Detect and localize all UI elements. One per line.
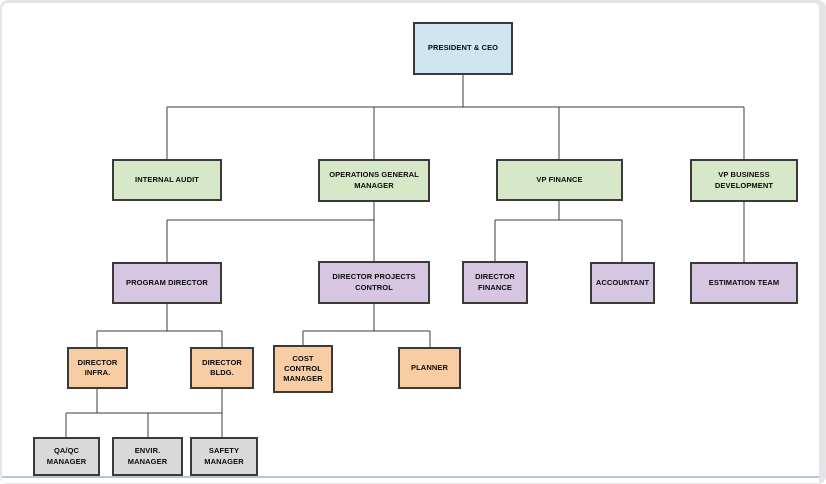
org-node-estimation-team[interactable]: ESTIMATION TEAM: [690, 262, 798, 304]
org-node-director-projects-control[interactable]: DIRECTOR PROJECTS CONTROL: [318, 261, 430, 304]
org-node-safety-manager[interactable]: SAFETY MANAGER: [190, 437, 258, 476]
org-node-director-infra[interactable]: DIRECTOR INFRA.: [67, 347, 128, 389]
org-node-label: VP FINANCE: [536, 174, 583, 184]
org-node-envir-manager[interactable]: ENVIR. MANAGER: [112, 437, 183, 476]
edges-managers-bus: [65, 389, 223, 437]
org-node-label: DIRECTOR INFRA.: [77, 357, 118, 377]
org-node-label: OPERATIONS GENERAL MANAGER: [329, 170, 419, 190]
org-node-label: ACCOUNTANT: [595, 277, 650, 287]
org-node-label: DIRECTOR PROJECTS CONTROL: [332, 272, 416, 292]
org-node-vp-business-development[interactable]: VP BUSINESS DEVELOPMENT: [690, 159, 798, 202]
org-node-program-director[interactable]: PROGRAM DIRECTOR: [112, 262, 222, 304]
org-node-director-finance[interactable]: DIRECTOR FINANCE: [462, 261, 528, 304]
org-node-label: ESTIMATION TEAM: [708, 277, 780, 287]
org-node-label: ENVIR. MANAGER: [127, 446, 168, 466]
org-node-operations-general-manager[interactable]: OPERATIONS GENERAL MANAGER: [318, 159, 430, 202]
edges-operations-gm-children: [166, 202, 375, 262]
org-node-label: COST CONTROL MANAGER: [283, 353, 323, 384]
org-node-qaqc-manager[interactable]: QA/QC MANAGER: [33, 437, 100, 476]
org-node-label: SAFETY MANAGER: [204, 446, 244, 466]
edges-projects-control-children: [302, 304, 431, 347]
edges-ceo-to-level2: [166, 75, 745, 159]
org-node-internal-audit[interactable]: INTERNAL AUDIT: [112, 159, 222, 201]
org-node-cost-control-manager[interactable]: COST CONTROL MANAGER: [273, 345, 333, 393]
edges-vp-finance-children: [494, 201, 623, 262]
org-node-label: VP BUSINESS DEVELOPMENT: [714, 170, 774, 190]
org-node-label: PLANNER: [411, 362, 448, 372]
org-node-label: DIRECTOR BLDG.: [202, 357, 242, 377]
diagram-canvas: [2, 3, 819, 483]
org-node-label: INTERNAL AUDIT: [135, 174, 199, 184]
org-node-planner[interactable]: PLANNER: [398, 347, 461, 389]
bottom-divider-line: [2, 476, 819, 478]
org-node-label: PRESIDENT & CEO: [427, 43, 499, 53]
org-node-president-ceo[interactable]: PRESIDENT & CEO: [413, 22, 513, 75]
org-node-label: QA/QC MANAGER: [46, 446, 87, 466]
org-node-label: PROGRAM DIRECTOR: [126, 277, 208, 287]
org-node-accountant[interactable]: ACCOUNTANT: [590, 262, 655, 304]
org-node-vp-finance[interactable]: VP FINANCE: [496, 159, 623, 201]
org-node-director-bldg[interactable]: DIRECTOR BLDG.: [190, 347, 254, 389]
org-node-label: DIRECTOR FINANCE: [475, 272, 515, 292]
edges-program-director-children: [96, 304, 223, 347]
